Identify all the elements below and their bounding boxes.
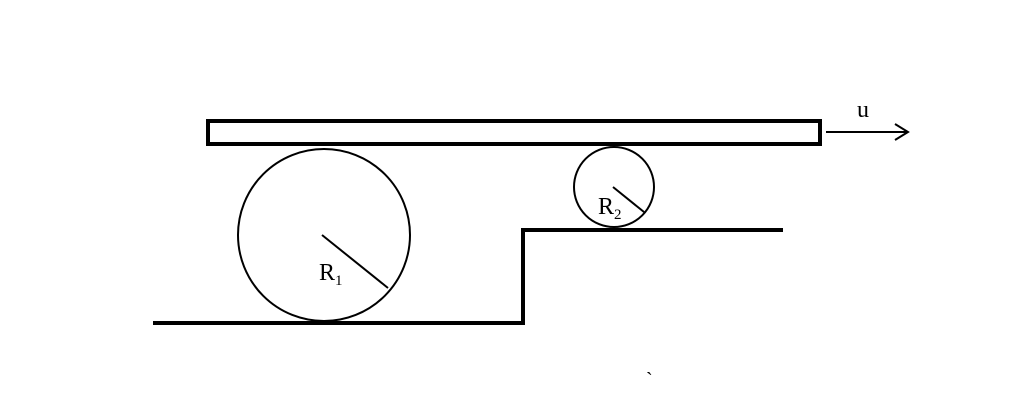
ground-step [153, 228, 783, 325]
large-cylinder [237, 148, 411, 322]
velocity-arrow-head [894, 123, 910, 141]
radius-1-label: R1 [319, 260, 343, 289]
radius-2-letter: R [598, 194, 614, 220]
velocity-label: u [857, 97, 869, 123]
radius-2-line [612, 186, 645, 213]
plank [206, 119, 822, 146]
small-cylinder [573, 146, 655, 228]
radius-1-line [321, 234, 389, 289]
radius-1-subscript: 1 [335, 273, 343, 289]
radius-2-label: R2 [598, 194, 622, 223]
radius-1-letter: R [319, 260, 335, 286]
radius-2-subscript: 2 [614, 207, 622, 223]
stray-mark: ` [646, 369, 653, 391]
